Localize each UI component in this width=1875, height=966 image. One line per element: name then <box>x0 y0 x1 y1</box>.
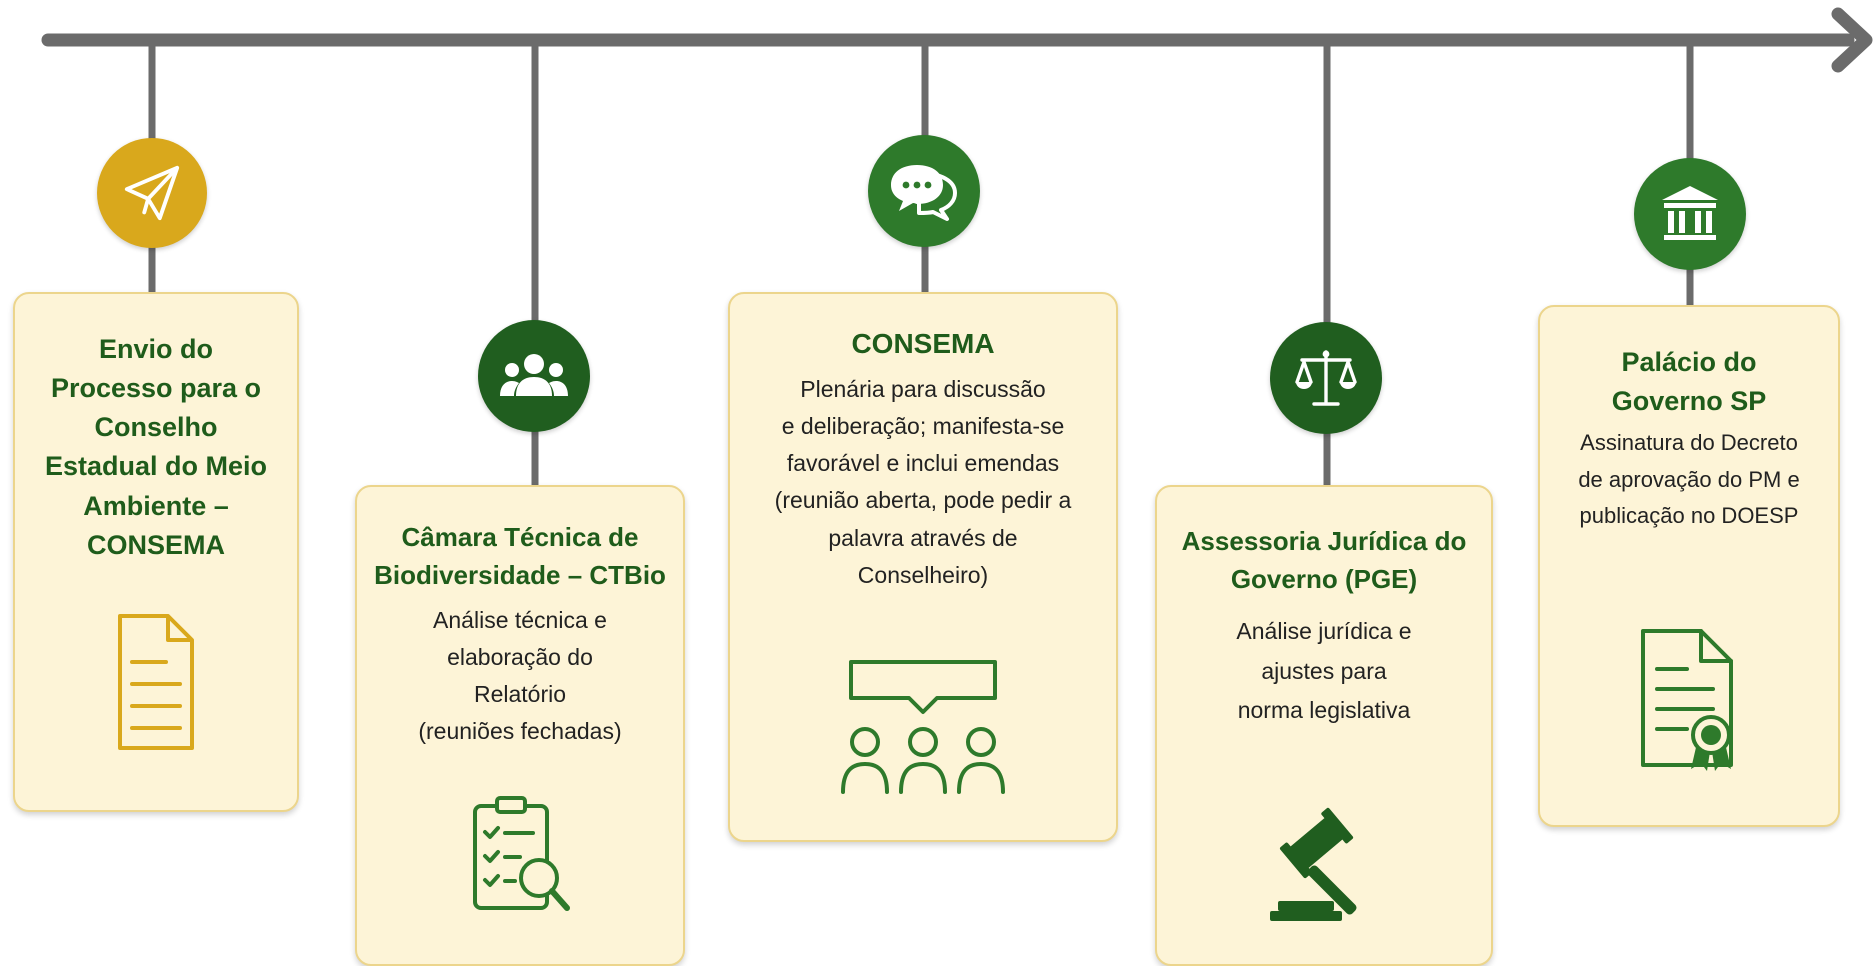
step-title: Assessoria Jurídica do Governo (PGE) <box>1181 526 1467 594</box>
step-title: Envio do Processo para o Conselho Estadu… <box>44 334 268 560</box>
step-description: Plenária para discussão e deliberação; m… <box>774 375 1072 588</box>
assembly-icon <box>841 660 1005 794</box>
step-description: Análise jurídica e ajustes para norma le… <box>1236 618 1412 724</box>
checklist-magnifier-icon <box>473 796 570 911</box>
step-card-ctbio: Câmara Técnica de Biodiversidade – CTBio… <box>355 485 685 966</box>
gavel-icon <box>1270 807 1357 921</box>
step-title: Palácio do Governo SP <box>1611 347 1767 417</box>
step-card-consema: CONSEMA Plenária para discussão e delibe… <box>728 292 1118 842</box>
government-building-icon <box>1634 158 1746 270</box>
step-title: Câmara Técnica de Biodiversidade – CTBio <box>374 522 666 590</box>
step-card-envio: Envio do Processo para o Conselho Estadu… <box>13 292 299 812</box>
chat-bubbles-icon <box>868 135 980 247</box>
document-icon <box>118 614 194 750</box>
scales-icon <box>1270 322 1382 434</box>
paper-plane-icon <box>97 138 207 248</box>
certificate-icon <box>1641 629 1733 771</box>
step-description: Assinatura do Decreto de aprovação do PM… <box>1578 430 1800 528</box>
step-card-palacio: Palácio do Governo SP Assinatura do Decr… <box>1538 305 1840 827</box>
people-group-icon <box>478 320 590 432</box>
step-card-pge: Assessoria Jurídica do Governo (PGE) Aná… <box>1155 485 1493 966</box>
step-title: CONSEMA <box>851 328 995 359</box>
step-description: Análise técnica e elaboração do Relatóri… <box>418 607 622 744</box>
